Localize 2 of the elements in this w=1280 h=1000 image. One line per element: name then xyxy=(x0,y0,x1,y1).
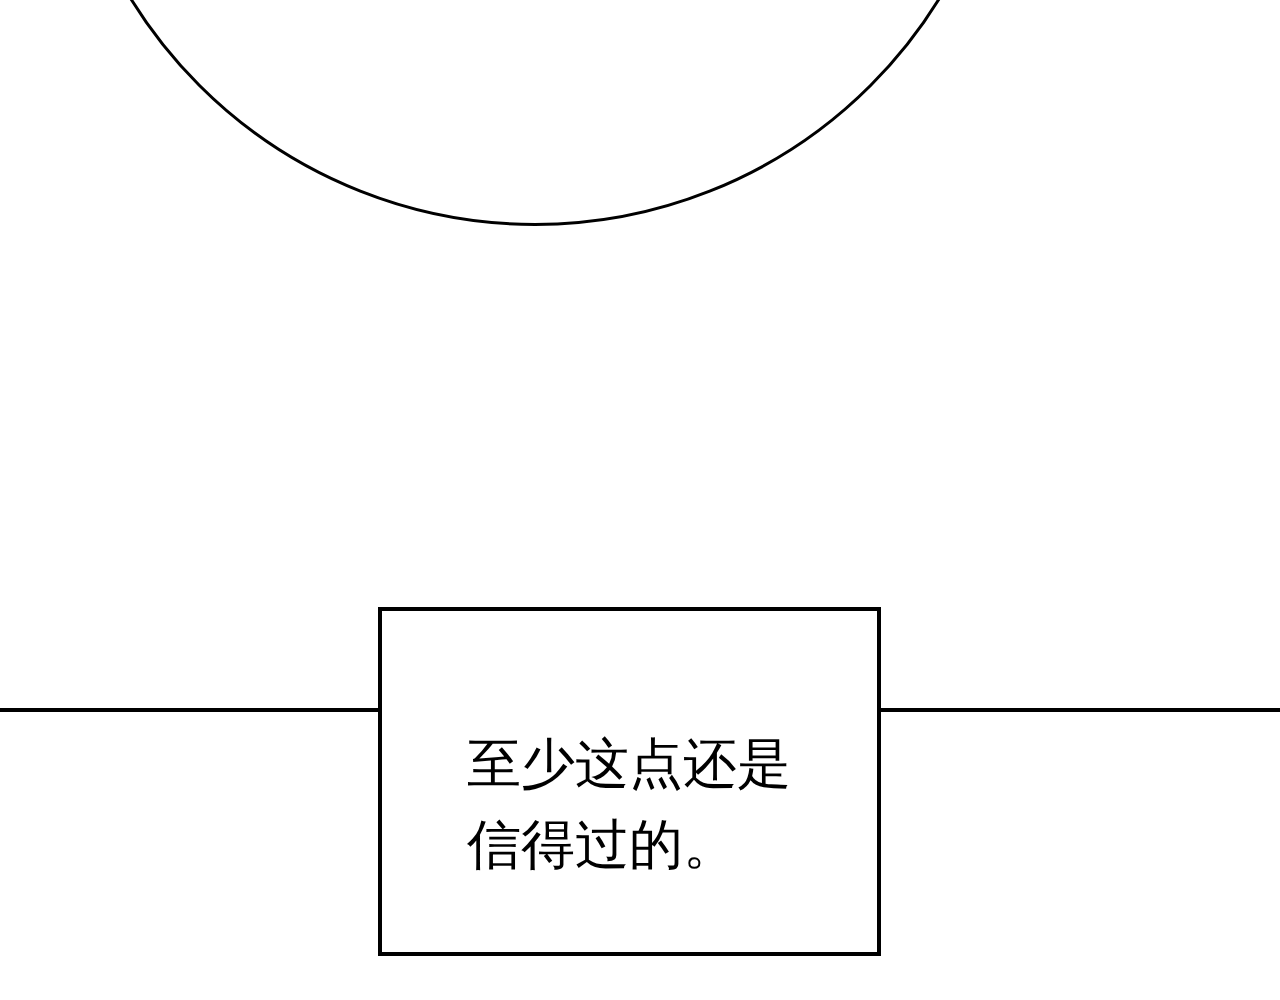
caption-box xyxy=(378,607,881,956)
caption-text: 至少这点还是信得过的。 xyxy=(467,731,792,878)
